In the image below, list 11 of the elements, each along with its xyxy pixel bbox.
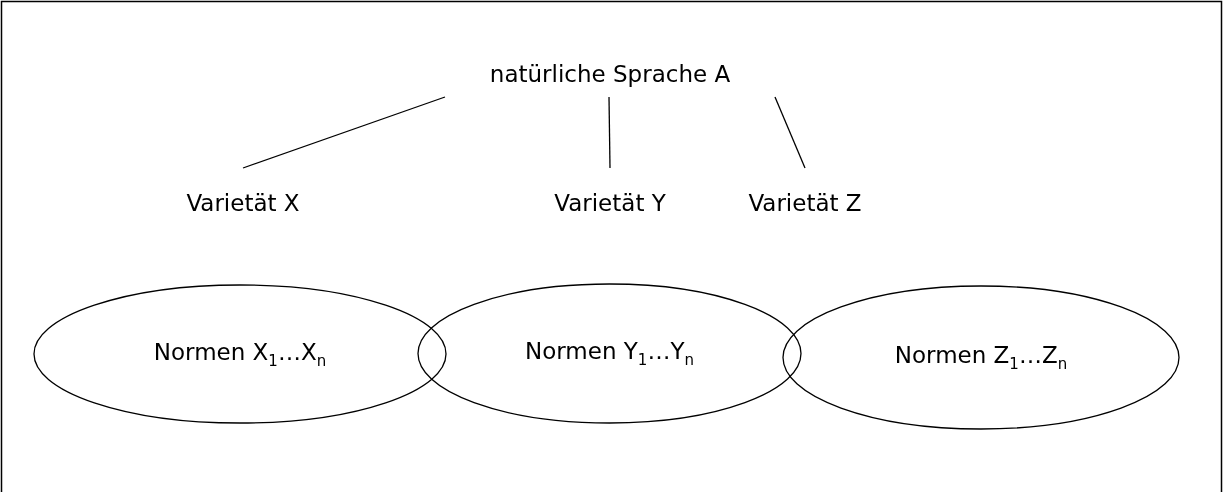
- norm-ellipse: [782, 285, 1180, 430]
- connector-line: [242, 96, 446, 169]
- language-label: natürliche Sprache A: [380, 50, 840, 97]
- connector-line: [774, 96, 806, 169]
- norm-ellipse: [417, 283, 802, 424]
- norm-ellipse: [33, 284, 447, 424]
- norm-label: Normen X$_{1}$…X$_{n}$: [153, 338, 327, 370]
- norm-label: Normen Y$_{1}$…Y$_{n}$: [525, 338, 694, 369]
- norm-label: Normen Z$_{1}$…Z$_{n}$: [894, 342, 1068, 373]
- variety-label: Varietät X: [133, 168, 353, 238]
- connector-line: [608, 96, 611, 169]
